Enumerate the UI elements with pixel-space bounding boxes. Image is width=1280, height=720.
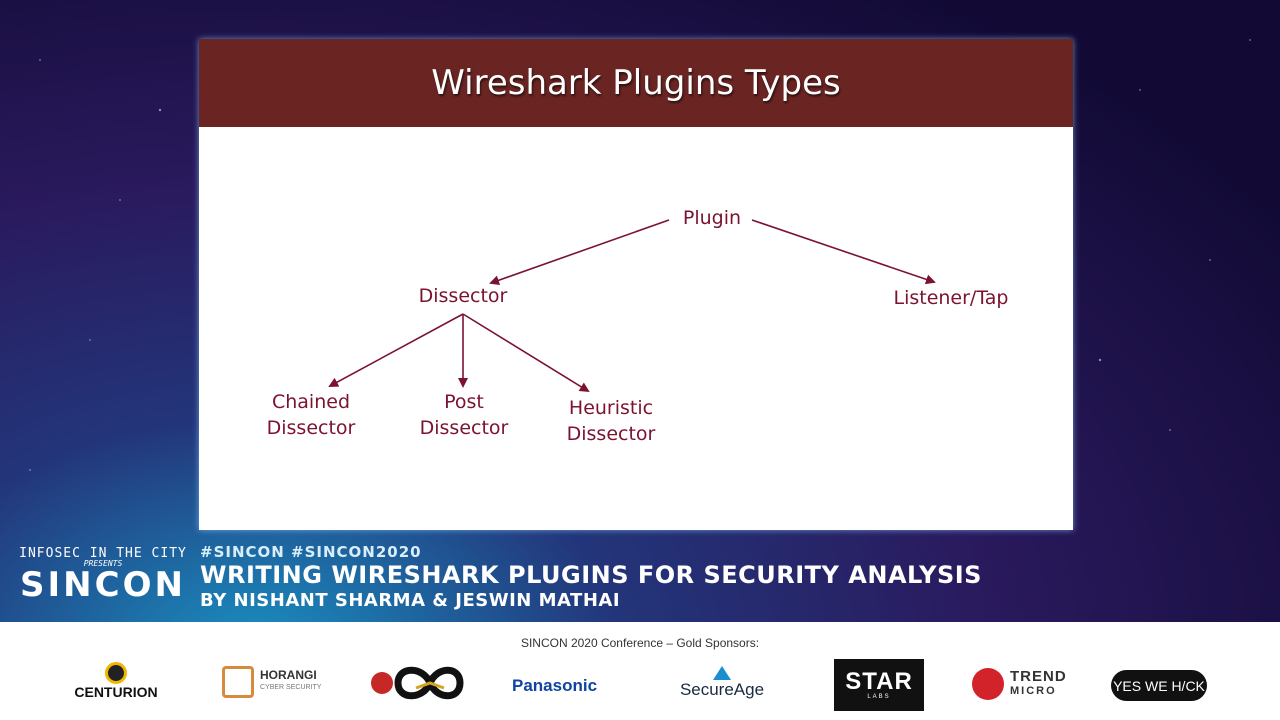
node-listener-tap: Listener/Tap <box>881 285 1021 311</box>
arrow-plugin-to-listener <box>751 219 936 285</box>
sponsor-secureage-logo: SecureAge <box>672 666 772 700</box>
node-listener-label: Listener/Tap <box>893 287 1009 309</box>
brand-name: SINCON <box>20 565 186 605</box>
star-subtitle: LABS <box>867 694 891 700</box>
sponsor-star-labs-logo: STAR LABS <box>834 659 924 711</box>
node-post-line2: Dissector <box>419 417 509 439</box>
node-plugin: Plugin <box>672 205 752 231</box>
infinity-emblem-icon <box>371 666 464 700</box>
node-dissector-label: Dissector <box>418 285 508 307</box>
plugin-types-diagram: Plugin Dissector Listener/Tap Chained Di… <box>199 127 1073 530</box>
node-chained-line2: Dissector <box>266 417 356 439</box>
horangi-tiger-icon <box>222 666 254 698</box>
node-heuristic-line1: Heuristic <box>568 397 654 419</box>
brand-presents: PRESENTS <box>83 559 123 568</box>
node-post-line1: Post <box>444 391 484 413</box>
sponsor-horangi-logo: HORANGI CYBER SECURITY <box>222 666 322 700</box>
horangi-subtitle: CYBER SECURITY <box>260 684 322 691</box>
secureage-name: SecureAge <box>679 680 765 699</box>
presentation-slide: Wireshark Plugins Types Plugin Dissector… <box>199 39 1073 530</box>
trend-micro-ball-icon <box>972 668 1004 700</box>
arrow-plugin-to-dissector <box>489 219 670 286</box>
talk-title: WRITING WIRESHARK PLUGINS FOR SECURITY A… <box>200 561 982 589</box>
node-heuristic-dissector: Heuristic Dissector <box>556 395 666 447</box>
secureage-triangle-icon <box>713 666 731 680</box>
node-plugin-label: Plugin <box>682 207 742 229</box>
sponsor-panasonic-logo: Panasonic <box>512 676 598 695</box>
sponsor-infinity-logo <box>368 658 464 708</box>
sponsor-trend-micro-logo: TREND MICRO <box>972 668 1072 702</box>
node-dissector: Dissector <box>408 283 518 309</box>
trend-subtitle: MICRO <box>1010 685 1057 697</box>
slide-header: Wireshark Plugins Types <box>199 39 1073 127</box>
node-heuristic-line2: Dissector <box>566 423 656 445</box>
sponsor-heading: SINCON 2020 Conference – Gold Sponsors: <box>520 636 760 650</box>
diagram-arrows <box>328 219 936 393</box>
centurion-helmet-icon <box>105 662 127 684</box>
node-chained-dissector: Chained Dissector <box>256 389 366 441</box>
trend-name: TREND <box>1010 668 1067 685</box>
slide-title: Wireshark Plugins Types <box>431 63 841 103</box>
sponsor-centurion-logo: CENTURION <box>66 662 166 700</box>
star-name: STAR <box>845 668 913 695</box>
talk-authors: BY NISHANT SHARMA & JESWIN MATHAI <box>200 590 621 611</box>
node-chained-line1: Chained <box>271 391 351 413</box>
sponsor-yeswehack-logo: YES WE H/CK <box>1111 670 1207 701</box>
node-post-dissector: Post Dissector <box>409 389 519 441</box>
conference-banner: INFOSEC IN THE CITY PRESENTS SINCON #SIN… <box>0 540 1280 622</box>
horangi-name: HORANGI <box>260 668 317 682</box>
brand-tagline: INFOSEC IN THE CITY <box>19 546 187 561</box>
hashtags: #SINCON #SINCON2020 <box>200 543 422 561</box>
centurion-name: CENTURION <box>74 684 158 700</box>
arrow-dissector-to-heuristic <box>462 313 590 393</box>
sponsor-bar: SINCON 2020 Conference – Gold Sponsors: … <box>0 622 1280 720</box>
sincon-logo: INFOSEC IN THE CITY PRESENTS SINCON <box>18 546 188 602</box>
arrow-dissector-to-chained <box>328 313 464 387</box>
